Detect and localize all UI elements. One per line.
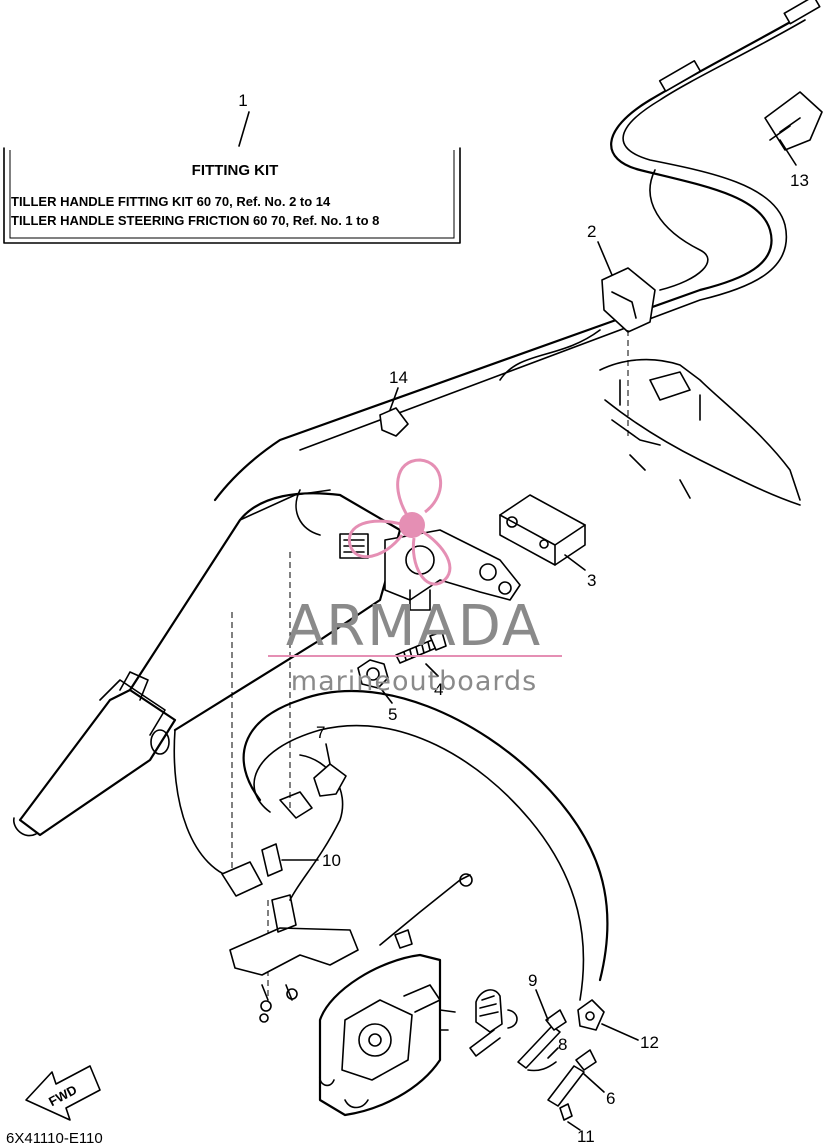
callout-12: 12 (640, 1033, 659, 1052)
steering-friction-plate (384, 529, 521, 611)
propeller-logo-icon (347, 458, 452, 586)
callout-3: 3 (587, 571, 596, 590)
callout-4: 4 (434, 680, 443, 699)
kit-title: FITTING KIT (192, 162, 279, 179)
kit-number: 1 (238, 91, 247, 110)
cable-harness (213, 0, 821, 502)
clamp-14: 14 (379, 368, 409, 437)
armada-watermark: ARMADA marineoutboards (268, 458, 562, 697)
clip-12: 12 (577, 999, 659, 1052)
clip-7: 7 (279, 723, 347, 819)
throttle-control-box (318, 873, 473, 1117)
fwd-arrow-icon: FWD (25, 1065, 101, 1121)
watermark-brand: ARMADA (286, 594, 542, 659)
callout-2: 2 (587, 222, 596, 241)
engine-cowling (599, 358, 801, 506)
callout-6: 6 (606, 1089, 615, 1108)
callout-7: 7 (316, 723, 325, 742)
callout-10: 10 (322, 851, 341, 870)
kit-line-1: TILLER HANDLE FITTING KIT 60 70, Ref. No… (11, 194, 331, 209)
callout-8: 8 (558, 1035, 567, 1054)
callout-9: 9 (528, 971, 537, 990)
friction-pad-3: 3 (499, 494, 596, 590)
connector-13: 13 (764, 91, 823, 190)
bracket-plate (229, 894, 359, 1023)
wire-connector (295, 489, 369, 559)
callout-14: 14 (389, 368, 408, 387)
watermark-tagline: marineoutboards (291, 666, 537, 697)
pin-8: 8 (527, 1035, 567, 1072)
fitting-kit-box: 1 FITTING KIT TILLER HANDLE FITTING KIT … (3, 91, 461, 244)
kit-line-2: TILLER HANDLE STEERING FRICTION 60 70, R… (11, 213, 379, 228)
callout-13: 13 (790, 171, 809, 190)
lever-gear (469, 989, 518, 1057)
rod-9: 9 (517, 971, 567, 1069)
nut-5: 5 (357, 659, 397, 724)
pin-11: 11 (559, 1103, 595, 1146)
rod-6: 6 (547, 1049, 615, 1108)
callout-5: 5 (388, 705, 397, 724)
diagram-reference: 6X41110-E110 (6, 1130, 103, 1146)
callout-11: 11 (577, 1127, 595, 1146)
grommet-2: 2 (587, 222, 656, 333)
clamp-10: 10 (221, 843, 341, 897)
